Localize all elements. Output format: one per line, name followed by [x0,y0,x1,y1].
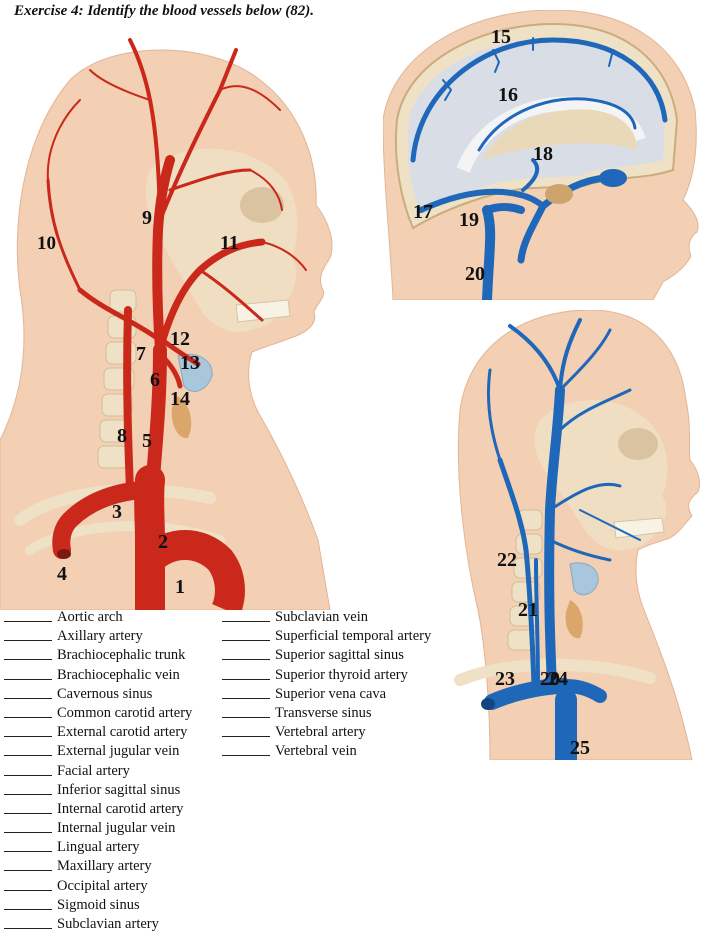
label-16: 16 [498,84,518,106]
term-label: External carotid artery [57,723,187,742]
petrous-bone [545,184,573,204]
answer-blank[interactable] [4,608,52,622]
term-label: Internal carotid artery [57,800,183,819]
term-label: Common carotid artery [57,704,192,723]
label-11: 11 [220,232,239,254]
answer-blank[interactable] [222,646,270,660]
label-7: 7 [136,343,146,365]
term-label: Facial artery [57,762,130,781]
answer-blank[interactable] [4,877,52,891]
term-label: Internal jugular vein [57,819,175,838]
answer-blank[interactable] [4,800,52,814]
term-label: Brachiocephalic vein [57,666,180,685]
label-3: 3 [112,501,122,523]
label-17: 17 [413,201,433,223]
veins-illustration: 20 21 22 23 24 25 [430,310,703,760]
term-label: Transverse sinus [275,704,372,723]
answer-blank[interactable] [222,685,270,699]
answer-blank[interactable] [222,608,270,622]
sinuses-illustration: 15 16 17 18 19 20 [383,10,703,300]
subclavian-cut [481,698,495,710]
answer-blank[interactable] [4,857,52,871]
label-22: 22 [497,549,517,571]
term-label: Superior thyroid artery [275,666,408,685]
label-21: 21 [518,599,538,621]
answer-blank[interactable] [222,627,270,641]
label-10: 10 [37,233,56,254]
label-13: 13 [180,352,200,374]
label-1: 1 [175,576,185,598]
label-6: 6 [150,369,160,391]
label-2: 2 [158,531,168,553]
term-label: Inferior sagittal sinus [57,781,180,800]
label-18: 18 [533,143,553,165]
answer-blank[interactable] [4,646,52,660]
subclavian-cut [57,549,71,559]
sinuses-figure: 15 16 17 18 19 20 [383,10,703,300]
term-label: Superficial temporal artery [275,627,431,646]
orbit [240,187,284,223]
term-label: Subclavian artery [57,915,159,934]
term-label: Superior vena cava [275,685,386,704]
answer-blank[interactable] [4,704,52,718]
answer-blank[interactable] [222,704,270,718]
term-label: Superior sagittal sinus [275,646,404,665]
term-label: Aortic arch [57,608,123,627]
answer-blank[interactable] [4,781,52,795]
exercise-title: Exercise 4: Identify the blood vessels b… [14,3,314,20]
term-label: Brachiocephalic trunk [57,646,185,665]
arteries-illustration: 1 2 3 4 5 6 7 8 9 10 11 12 13 14 [0,20,340,610]
term-label: Subclavian vein [275,608,368,627]
term-label: Axillary artery [57,627,143,646]
cavernous-sinus [599,169,627,187]
answer-blank[interactable] [4,685,52,699]
orbit [618,428,658,460]
answer-blank[interactable] [4,838,52,852]
label-20a: 20 [465,263,485,285]
answer-blank[interactable] [222,742,270,756]
answer-blank[interactable] [4,666,52,680]
arteries-figure: 1 2 3 4 5 6 7 8 9 10 11 12 13 14 [0,20,340,610]
answer-blank[interactable] [4,723,52,737]
label-15: 15 [491,26,511,48]
answer-blank[interactable] [222,723,270,737]
veins-figure: 20 21 22 23 24 25 [430,310,703,760]
answer-blank[interactable] [4,742,52,756]
answer-blank[interactable] [4,896,52,910]
term-label: Maxillary artery [57,857,152,876]
label-8: 8 [117,425,127,447]
term-label: Occipital artery [57,877,148,896]
label-12: 12 [170,328,190,350]
term-label: External jugular vein [57,742,179,761]
label-25: 25 [570,737,590,759]
term-label: Lingual artery [57,838,140,857]
term-label: Vertebral artery [275,723,366,742]
answer-blank[interactable] [222,666,270,680]
answer-blank[interactable] [4,915,52,929]
term-label: Vertebral vein [275,742,357,761]
label-14: 14 [170,388,190,410]
label-19: 19 [459,209,479,231]
label-24: 24 [548,668,568,690]
answer-blank[interactable] [4,819,52,833]
answer-blank[interactable] [4,762,52,776]
answer-blank[interactable] [4,627,52,641]
label-4: 4 [57,563,67,585]
label-23: 23 [495,668,515,690]
term-label: Cavernous sinus [57,685,152,704]
term-label: Sigmoid sinus [57,896,140,915]
label-5: 5 [142,430,152,452]
label-9: 9 [142,207,152,229]
